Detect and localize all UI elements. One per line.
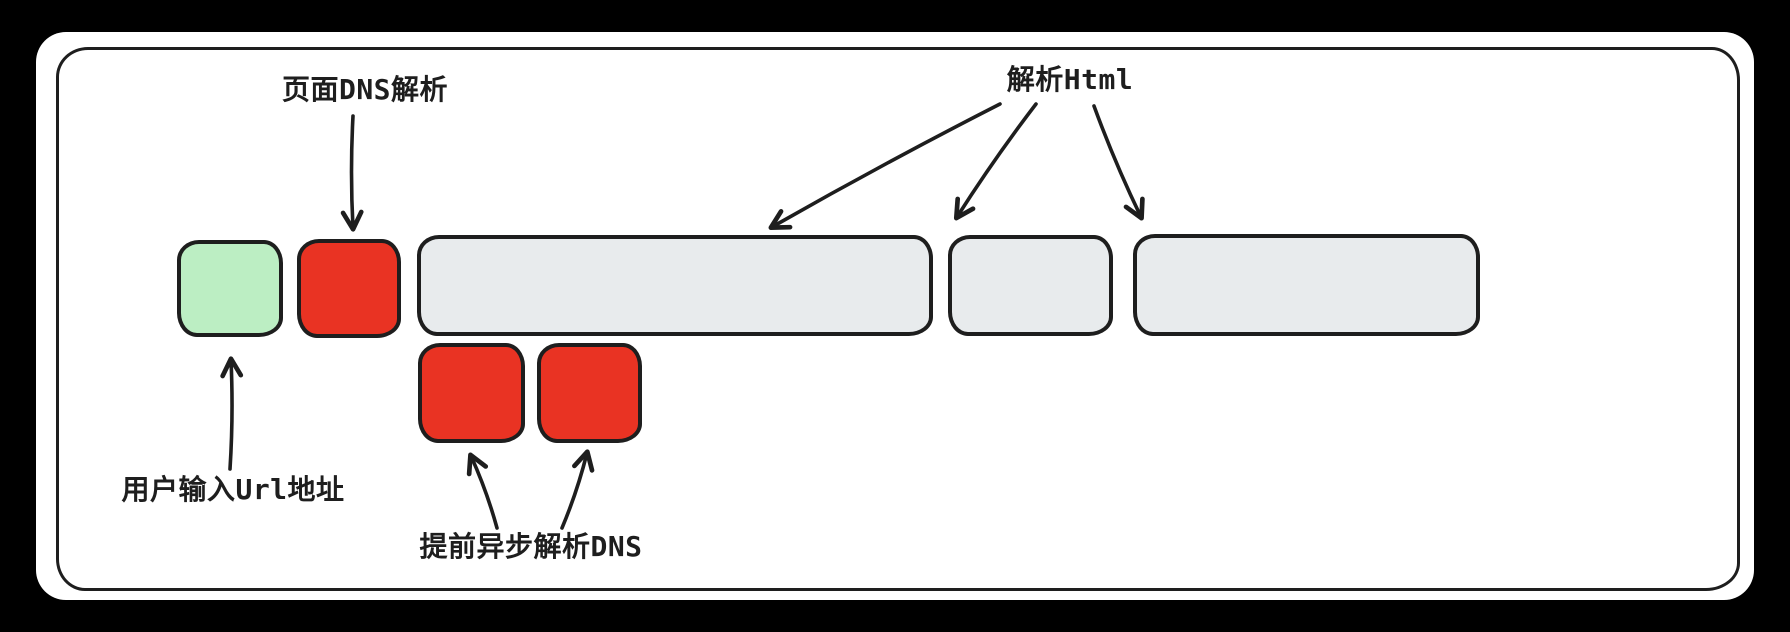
- prefetch-dns-label: 提前异步解析DNS: [419, 530, 643, 563]
- prefetch-dns-1-box: [418, 343, 525, 443]
- hand-drawn-frame: [56, 47, 1740, 591]
- parse-html-segment-2-box: [948, 235, 1113, 336]
- user-input-label: 用户输入Url地址: [121, 473, 345, 506]
- page-dns-resolve-box: [297, 239, 401, 338]
- parse-html-segment-3-box: [1133, 234, 1480, 336]
- parse-html-label: 解析Html: [1006, 63, 1134, 96]
- parse-html-segment-1-box: [417, 235, 933, 336]
- prefetch-dns-2-box: [537, 343, 642, 443]
- page-dns-label: 页面DNS解析: [281, 73, 449, 106]
- user-input-url-box: [177, 240, 283, 337]
